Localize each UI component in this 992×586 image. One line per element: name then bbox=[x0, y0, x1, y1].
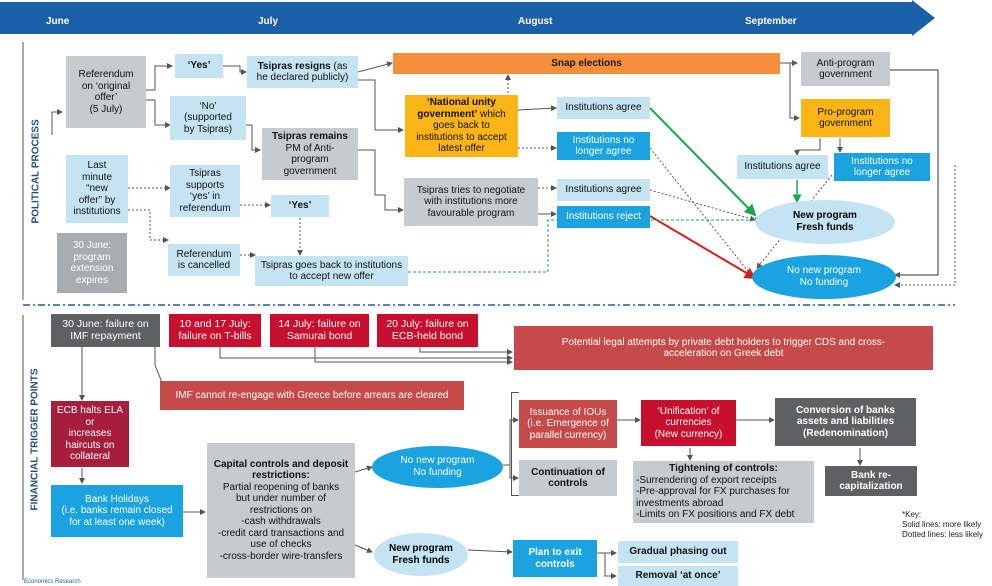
bank-holidays: Bank Holidays (i.e. banks remain closed … bbox=[51, 485, 183, 537]
pro-program-government: Pro-program government bbox=[801, 99, 890, 137]
institutions-agree-3: Institutions agree bbox=[557, 179, 650, 201]
new-program-fresh-funds-1: New program Fresh funds bbox=[755, 200, 895, 244]
removal-at-once: Removal ‘at once’ bbox=[618, 566, 738, 586]
key-legend: *Key: Solid lines: more likely Dotted li… bbox=[902, 510, 983, 540]
institutions-no-longer-agree-2: Institutions no longer agree bbox=[834, 153, 930, 181]
source-label: Economics Research bbox=[24, 579, 81, 585]
tsipras-supports-yes: Tsipras supports ‘yes’ in referendum bbox=[170, 165, 240, 217]
imf-repayment-failure: 30 June: failure on IMF repayment bbox=[51, 314, 160, 347]
tightening-title: Tightening of controls: bbox=[669, 463, 778, 475]
capital-controls: Capital controls and deposit restriction… bbox=[207, 443, 355, 578]
bank-recapitalization: Bank re- capitalization bbox=[825, 466, 917, 496]
institutions-no-longer-agree-1: Institutions no longer agree bbox=[557, 132, 650, 160]
timeline-arrow bbox=[0, 0, 935, 36]
month-june: June bbox=[46, 16, 70, 27]
capital-controls-title: Capital controls and deposit restriction… bbox=[213, 458, 349, 482]
gradual-phasing-out: Gradual phasing out bbox=[618, 541, 738, 563]
samurai-bond-failure: 14 July: failure on Samurai bond bbox=[270, 314, 369, 347]
yes-box-2: ‘Yes’ bbox=[271, 195, 329, 217]
institutions-reject: Institutions reject bbox=[557, 206, 650, 228]
last-minute-new-offer: Last minute “new offer” by institutions bbox=[66, 155, 128, 223]
institutions-agree-1: Institutions agree bbox=[557, 97, 650, 119]
snap-elections: Snap elections bbox=[393, 53, 780, 74]
month-august: August bbox=[518, 16, 553, 27]
referendum-original-offer: Referendum on ‘original offer’ (5 July) bbox=[66, 56, 146, 128]
conversion-of-banks: Conversion of banks assets and liabiliti… bbox=[775, 398, 916, 446]
ecb-halts-ela: ECB halts ELA or increases haircuts on c… bbox=[51, 401, 129, 467]
tsipras-goes-back: Tsipras goes back to institutions to acc… bbox=[255, 256, 408, 286]
bracket bbox=[511, 392, 519, 496]
anti-program-government: Anti-program government bbox=[801, 52, 890, 86]
no-new-program-1: No new program No funding bbox=[752, 255, 896, 299]
institutions-agree-2: Institutions agree bbox=[737, 155, 828, 179]
no-new-program-2: No new program No funding bbox=[372, 446, 503, 488]
issuance-of-ious: Issuance of IOUs (i.e. Emergence of para… bbox=[519, 400, 617, 448]
month-september: September bbox=[745, 16, 797, 27]
imf-cannot-reengage: IMF cannot re-engage with Greece before … bbox=[160, 381, 464, 410]
legal-attempts-cds: Potential legal attempts by private debt… bbox=[514, 326, 933, 370]
key-title: *Key: bbox=[902, 510, 922, 519]
unification-of-currencies: ‘Unification’ of currencies (New currenc… bbox=[641, 400, 736, 446]
tightening-of-controls: Tightening of controls: -Surrendering of… bbox=[633, 461, 814, 523]
new-program-fresh-funds-2: New program Fresh funds bbox=[374, 533, 468, 576]
capital-controls-body: Partial reopening of banks but under num… bbox=[217, 481, 345, 562]
yes-box-1: ‘Yes’ bbox=[175, 54, 223, 78]
tbills-failure: 10 and 17 July: failure on T-bills bbox=[169, 314, 261, 347]
june30-program-expires: 30 June: program extension expires bbox=[57, 233, 127, 293]
referendum-cancelled: Referendum is cancelled bbox=[168, 244, 240, 276]
ecb-bond-failure: 20 July: failure on ECB-held bond bbox=[377, 314, 478, 347]
key-solid: Solid lines: more likely bbox=[902, 520, 982, 529]
plan-to-exit-controls: Plan to exit controls bbox=[513, 540, 597, 577]
key-dotted: Dotted lines: less likely bbox=[902, 530, 983, 539]
month-july: July bbox=[258, 16, 279, 27]
tightening-body: -Surrendering of export receipts -Pre-ap… bbox=[636, 474, 795, 521]
no-box: ‘No’ (supported by Tsipras) bbox=[170, 96, 246, 140]
tsipras-tries-negotiate: Tsipras tries to negotiate with institut… bbox=[404, 178, 538, 226]
continuation-of-controls: Continuation of controls bbox=[519, 460, 617, 496]
